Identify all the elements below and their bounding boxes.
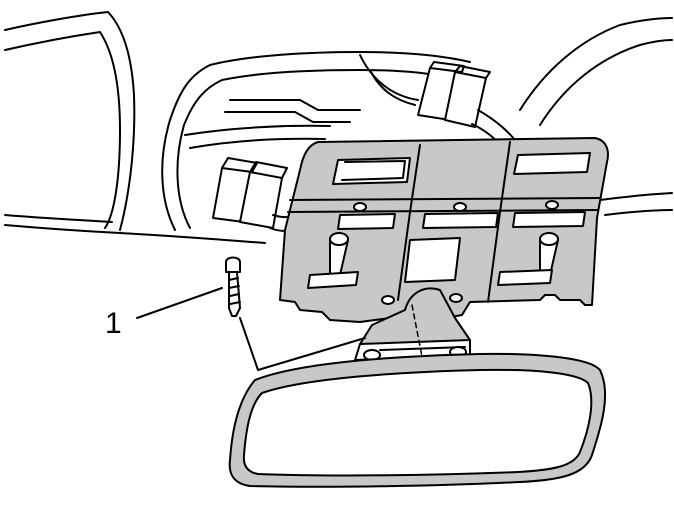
screw-path-line	[239, 317, 366, 371]
rearview-mirror	[228, 352, 607, 488]
console-recess	[161, 51, 471, 231]
callout-leader	[136, 287, 223, 319]
connector-right	[417, 61, 516, 153]
bracket-clip-right	[497, 232, 559, 286]
mounting-bracket	[279, 137, 609, 323]
connector-left	[212, 157, 301, 232]
screw	[225, 256, 241, 317]
bracket-clip-left	[307, 232, 359, 289]
callout-label-1: 1	[105, 307, 122, 340]
headliner-outline	[4, 11, 673, 244]
